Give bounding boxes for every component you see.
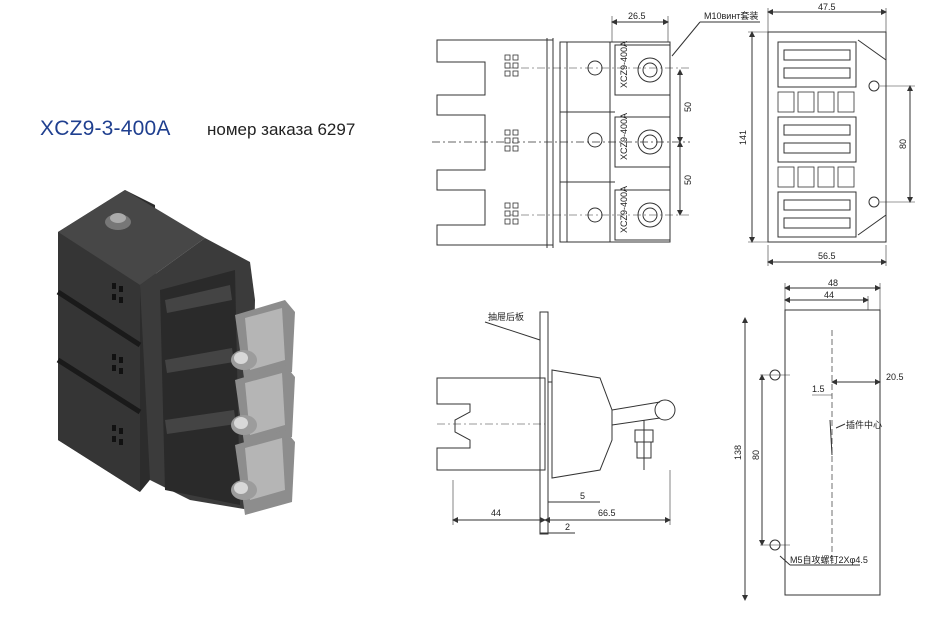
product-3d-render — [56, 190, 295, 515]
cutout-dim-48: 48 — [828, 278, 838, 288]
side-dim-right: 66.5 — [598, 508, 616, 518]
terminal-1 — [231, 300, 295, 385]
front-plate-label-2: XCZ9-400A — [619, 113, 629, 160]
end-dim-holes: 80 — [898, 139, 908, 149]
model-title: XCZ9-3-400A — [40, 117, 171, 140]
cutout-dim-1-5: 1.5 — [812, 384, 825, 394]
end-view-drawing — [748, 8, 915, 266]
front-plate-label-3: XCZ9-400A — [619, 186, 629, 233]
cutout-dim-138: 138 — [733, 445, 743, 460]
front-dim-pitch-2: 50 — [683, 175, 693, 185]
terminal-2 — [231, 365, 295, 450]
side-dim-5: 5 — [580, 491, 585, 501]
end-dim-top: 47.5 — [818, 2, 836, 12]
terminal-3 — [231, 430, 295, 515]
order-number-label: номер заказа 6297 — [207, 120, 356, 139]
front-dim-pitch-1: 50 — [683, 102, 693, 112]
cutout-callout-screw-holes: M5自攻螺钉2Xφ4.5 — [790, 554, 868, 565]
side-callout-drawer-back-plate: 抽屉后板 — [488, 311, 524, 322]
cutout-callout-center: 插件中心 — [846, 419, 882, 430]
cutout-dim-44: 44 — [824, 290, 834, 300]
cutout-view-drawing — [742, 283, 881, 601]
side-dim-2: 2 — [565, 522, 570, 532]
cutout-dim-20-5: 20.5 — [886, 372, 904, 382]
front-dim-top: 26.5 — [628, 11, 646, 21]
end-dim-height: 141 — [738, 130, 748, 145]
front-callout-screw-kit: M10винт套装 — [704, 10, 758, 21]
cutout-dim-80: 80 — [751, 450, 761, 460]
side-view-drawing — [436, 311, 676, 535]
side-dim-left: 44 — [491, 508, 501, 518]
end-dim-bottom: 56.5 — [818, 251, 836, 261]
front-plate-label-1: XCZ9-400A — [619, 41, 629, 88]
front-view-drawing — [432, 16, 760, 248]
